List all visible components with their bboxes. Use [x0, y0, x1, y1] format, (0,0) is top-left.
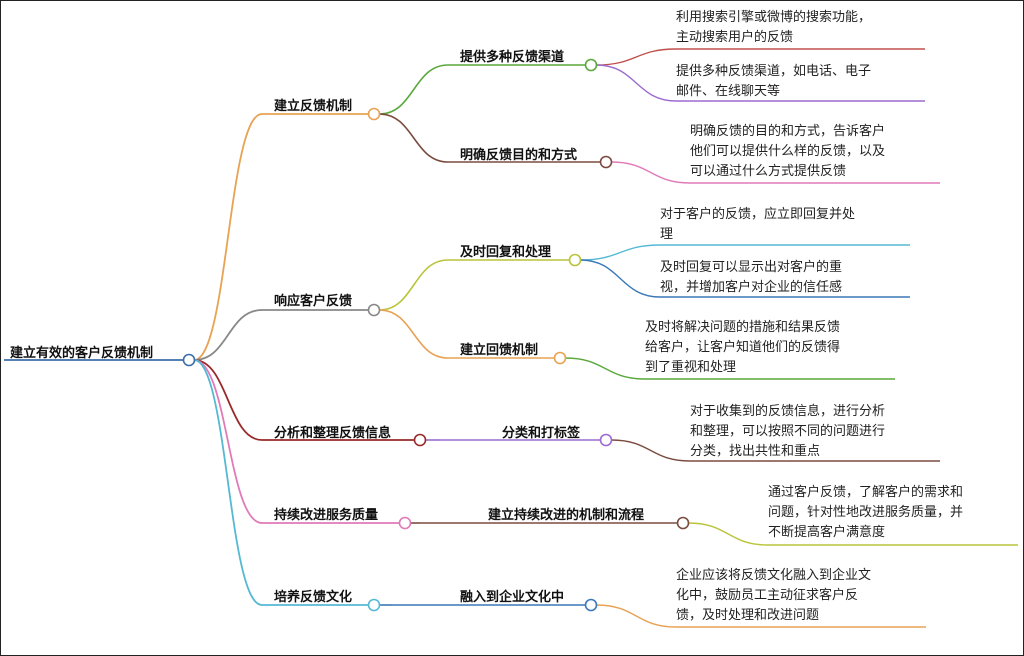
subtopic-node-3-1[interactable] — [599, 433, 613, 447]
branch-topic-4[interactable]: 持续改进服务质量 — [274, 508, 379, 523]
leaf-note-4-1-1: 通过客户反馈，了解客户的需求和问题，针对性地改进服务质量，并不断提高客户满意度 — [768, 483, 963, 543]
branch-node-2[interactable] — [367, 303, 381, 317]
leaf-note-1-2-1: 明确反馈的目的和方式，告诉客户他们可以提供什么样的反馈，以及可以通过什么方式提供… — [690, 122, 885, 182]
leaf-note-2-2-1: 及时将解决问题的措施和结果反馈给客户，让客户知道他们的反馈得到了重视和处理 — [645, 318, 840, 378]
leaf-note-5-1-1: 企业应该将反馈文化融入到企业文化中，鼓励员工主动征求客户反馈，及时处理和改进问题 — [676, 566, 871, 626]
branch-connector-2 — [193, 309, 263, 361]
leaf-connector-4-1-1 — [688, 522, 769, 546]
subtopic-connector-1-2 — [379, 113, 449, 163]
subtopic-node-4-1[interactable] — [676, 516, 690, 530]
branch-node-5[interactable] — [367, 598, 381, 612]
subtopic-node-1-2[interactable] — [599, 155, 613, 169]
branch-topic-3[interactable]: 分析和整理反馈信息 — [274, 426, 392, 441]
leaf-note-line: 及时回复可以显示出对客户的重 — [660, 260, 843, 275]
leaf-note-line: 提供多种反馈渠道，如电话、电子 — [676, 64, 872, 79]
leaf-note-line: 到了重视和处理 — [645, 360, 737, 375]
subtopic-4-1[interactable]: 建立持续改进的机制和流程 — [488, 508, 645, 523]
leaf-note-line: 问题，针对性地改进服务质量，并 — [768, 505, 964, 520]
leaf-note-3-1-1: 对于收集到的反馈信息，进行分析和整理，可以按照不同的问题进行分类，找出共性和重点 — [690, 402, 885, 462]
branch-connector-3 — [193, 359, 263, 441]
leaf-connector-2-1-2 — [580, 259, 661, 298]
root-topic: 建立有效的客户反馈机制 — [10, 346, 154, 361]
leaf-note-line: 明确反馈的目的和方式，告诉客户 — [690, 124, 886, 139]
leaf-note-line: 分类，找出共性和重点 — [690, 444, 821, 459]
leaf-note-line: 对于收集到的反馈信息，进行分析 — [690, 404, 886, 419]
leaf-note-line: 馈，及时处理和改进问题 — [676, 608, 820, 623]
branch-connector-5 — [193, 359, 263, 606]
leaf-connector-1-1-2 — [596, 64, 677, 102]
leaf-note-2-1-1: 对于客户的反馈，应立即回复并处理 — [660, 205, 855, 245]
branch-node-3[interactable] — [413, 433, 427, 447]
subtopic-node-2-2[interactable] — [553, 351, 567, 365]
leaf-note-line: 通过客户反馈，了解客户的需求和 — [768, 485, 964, 500]
leaf-connector-1-1-1 — [596, 48, 677, 66]
leaf-note-line: 及时将解决问题的措施和结果反馈 — [645, 320, 841, 335]
leaf-note-line: 理 — [660, 227, 674, 242]
branch-topic-5[interactable]: 培养反馈文化 — [274, 590, 353, 605]
subtopic-3-1[interactable]: 分类和打标签 — [502, 426, 581, 441]
subtopic-2-2[interactable]: 建立回馈机制 — [460, 343, 539, 358]
leaf-note-line: 给客户，让客户知道他们的反馈得 — [645, 340, 841, 355]
subtopic-node-1-1[interactable] — [584, 58, 598, 72]
leaf-note-1-1-1: 利用搜索引擎或微博的搜索功能， 主动搜索用户的反馈 — [676, 8, 871, 48]
leaf-note-line: 和整理，可以按照不同的问题进行 — [690, 424, 886, 439]
leaf-connector-2-2-1 — [565, 357, 646, 380]
subtopic-node-2-1[interactable] — [568, 253, 582, 267]
subtopic-2-1[interactable]: 及时回复和处理 — [460, 245, 552, 260]
subtopic-5-1[interactable]: 融入到企业文化中 — [460, 590, 565, 605]
branch-node-1[interactable] — [367, 107, 381, 121]
leaf-note-line: 主动搜索用户的反馈 — [676, 30, 794, 45]
leaf-note-line: 不断提高客户满意度 — [768, 525, 886, 540]
leaf-note-line: 视，并增加客户对企业的信任感 — [660, 280, 843, 295]
leaf-connector-2-1-1 — [580, 244, 661, 261]
leaf-note-line: 他们可以提供什么样的反馈，以及 — [690, 144, 886, 159]
leaf-note-line: 化中，鼓励员工主动征求客户反 — [676, 588, 859, 603]
subtopic-connector-2-2 — [379, 309, 449, 359]
branch-node-4[interactable] — [398, 516, 412, 530]
branch-connector-1 — [193, 113, 263, 361]
leaf-connector-3-1-1 — [611, 439, 691, 462]
subtopic-1-1[interactable]: 提供多种反馈渠道 — [460, 50, 565, 65]
leaf-note-line: 利用搜索引擎或微博的搜索功能， — [676, 10, 872, 25]
subtopic-connector-1-1 — [379, 64, 449, 115]
subtopic-1-2[interactable]: 明确反馈目的和方式 — [460, 148, 578, 163]
branch-topic-1[interactable]: 建立反馈机制 — [274, 99, 353, 114]
branch-topic-2[interactable]: 响应客户反馈 — [274, 294, 353, 309]
root-node[interactable] — [182, 353, 196, 367]
leaf-connector-1-2-1 — [611, 161, 691, 184]
subtopic-connector-2-1 — [379, 259, 449, 311]
leaf-note-line: 邮件、在线聊天等 — [676, 84, 781, 99]
leaf-note-2-1-2: 及时回复可以显示出对客户的重视，并增加客户对企业的信任感 — [660, 258, 842, 298]
leaf-note-line: 企业应该将反馈文化融入到企业文 — [676, 568, 872, 583]
subtopic-node-5-1[interactable] — [584, 598, 598, 612]
leaf-note-1-1-2: 提供多种反馈渠道，如电话、电子邮件、在线聊天等 — [676, 62, 871, 102]
leaf-connector-5-1-1 — [596, 604, 677, 628]
branch-connector-4 — [193, 359, 263, 524]
leaf-note-line: 对于客户的反馈，应立即回复并处 — [660, 207, 856, 222]
leaf-note-line: 可以通过什么方式提供反馈 — [690, 164, 847, 179]
